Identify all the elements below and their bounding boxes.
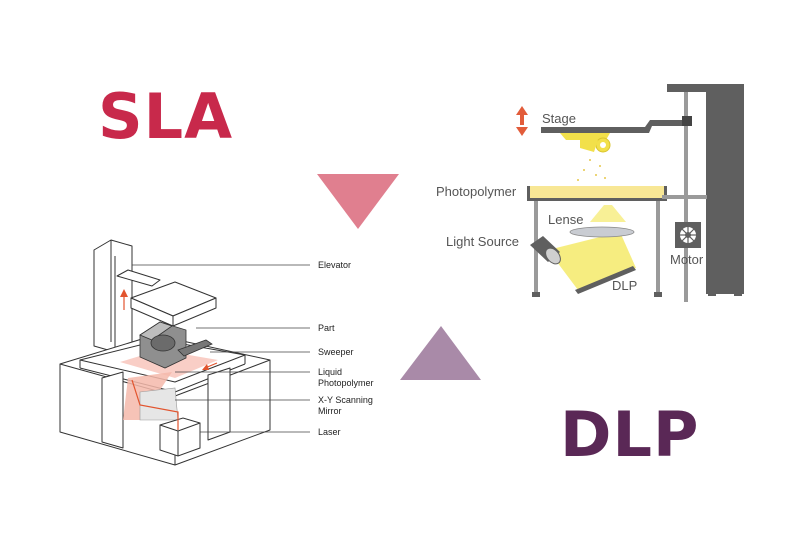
arrow-down-icon [317,174,399,229]
sla-title: SLA [98,80,234,153]
printed-part [139,321,187,369]
sla-leader-lines [132,264,310,433]
resin-drops [577,159,606,181]
label-laser: Laser [318,427,341,437]
label-stage: Stage [542,111,576,126]
build-platform [130,281,217,327]
laser-unit [159,417,201,457]
dlp-vat [527,186,667,200]
laser-path [120,289,218,430]
label-sweeper: Sweeper [318,347,354,357]
arrow-up-icon [400,326,481,380]
label-elevator: Elevator [318,260,351,270]
stage-up-down-arrow-icon [516,106,528,136]
label-photopolymer-sla: Photopolymer [318,378,374,388]
motor-icon [675,222,701,248]
label-liquid: Liquid [318,367,342,377]
label-photopolymer-dlp: Photopolymer [436,184,517,199]
dlp-stage [541,127,649,133]
label-mirror: Mirror [318,406,342,416]
label-xy-scanning: X-Y Scanning [318,395,373,405]
label-light-source: Light Source [446,234,519,249]
dlp-lens [569,226,635,238]
dlp-tower [706,84,744,294]
light-source-lamp [530,236,561,265]
dlp-chip [575,266,636,294]
dlp-title: DLP [560,398,700,471]
label-motor: Motor [670,252,704,267]
label-dlp-chip: DLP [612,278,637,293]
dlp-part [560,133,610,140]
label-lense: Lense [548,212,583,227]
label-part: Part [318,323,335,333]
sweeper [177,339,213,357]
mirror-reflection [139,387,179,421]
